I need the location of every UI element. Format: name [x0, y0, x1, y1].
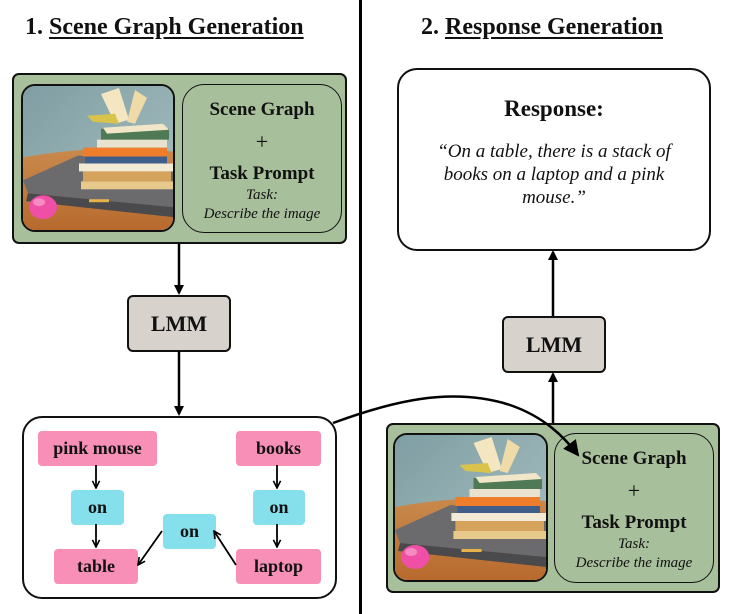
prompt-box: Scene Graph + Task Prompt Task: Describe… — [182, 84, 342, 233]
task-text: Describe the image — [575, 555, 693, 571]
input-panel-left: Scene Graph + Task Prompt Task: Describe… — [12, 73, 347, 244]
section-number: 2. — [421, 14, 439, 40]
node-relation-on-books-laptop: on — [253, 490, 305, 525]
node-books: books — [236, 431, 321, 466]
lmm-box-response: LMM — [502, 316, 606, 373]
scene-graph-label: Scene Graph — [581, 448, 687, 469]
input-image — [393, 433, 548, 582]
scene-graph-label: Scene Graph — [209, 99, 315, 120]
section-title-text: Scene Graph Generation — [49, 14, 304, 40]
task-label: Task: — [246, 187, 278, 203]
section-divider — [359, 0, 362, 614]
task-label: Task: — [618, 536, 650, 552]
task-prompt-label: Task Prompt — [581, 512, 687, 533]
task-prompt-label: Task Prompt — [209, 163, 315, 184]
node-relation-on-mouse-table: on — [71, 490, 124, 525]
section-title-response-generation: 2. Response Generation — [421, 14, 663, 41]
response-box: Response: “On a table, there is a stack … — [397, 68, 711, 251]
scene-graph-box: pink mouse books on on on table laptop — [22, 416, 337, 599]
node-pink-mouse: pink mouse — [38, 431, 157, 466]
section-number: 1. — [25, 14, 43, 40]
task-text: Describe the image — [203, 206, 321, 222]
section-title-text: Response Generation — [445, 14, 663, 40]
prompt-box: Scene Graph + Task Prompt Task: Describe… — [554, 433, 714, 583]
input-panel-right: Scene Graph + Task Prompt Task: Describe… — [386, 423, 720, 593]
node-table: table — [54, 549, 138, 584]
node-relation-on-laptop-table: on — [163, 514, 216, 549]
response-heading: Response: — [504, 96, 604, 121]
lmm-label: LMM — [525, 331, 583, 357]
section-title-scene-graph-generation: 1. Scene Graph Generation — [25, 14, 304, 41]
input-image — [21, 84, 175, 232]
node-laptop: laptop — [236, 549, 321, 584]
response-text: “On a table, there is a stack of books o… — [437, 141, 671, 208]
lmm-box-scene-graph: LMM — [127, 295, 231, 352]
plus-sign: + — [627, 478, 641, 503]
plus-sign: + — [255, 129, 269, 154]
lmm-label: LMM — [150, 310, 208, 336]
